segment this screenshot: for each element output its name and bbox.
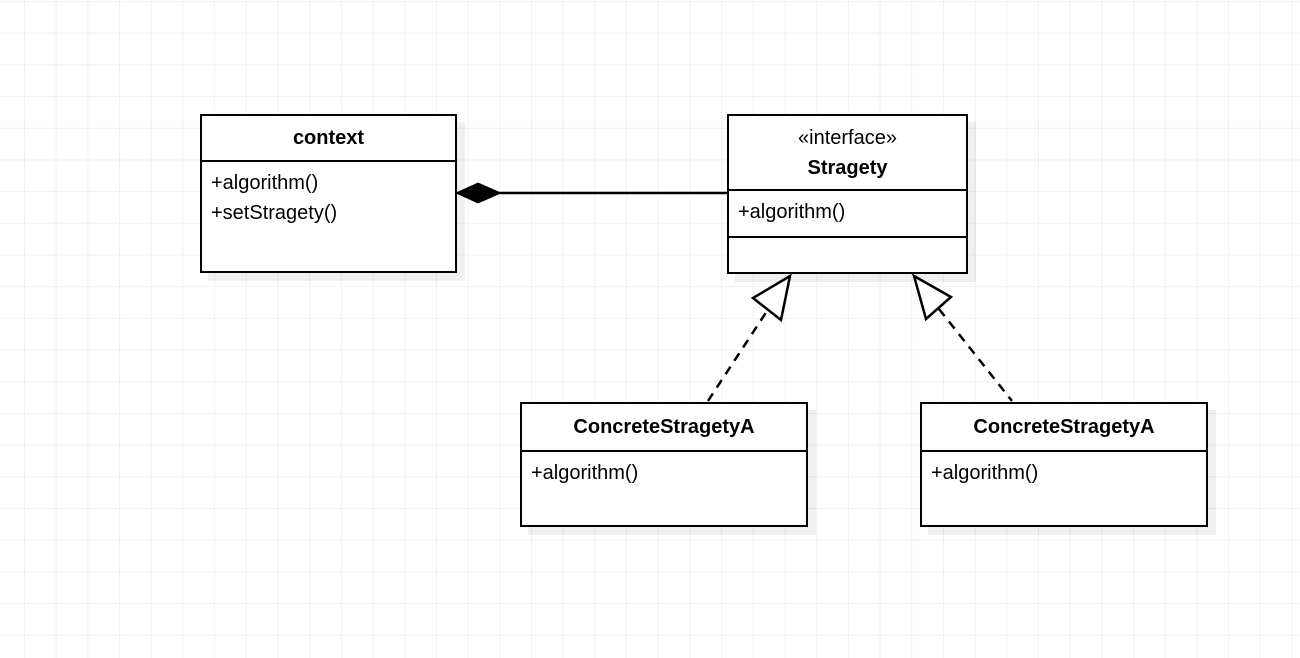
class-concrete-left-header: ConcreteStragetyA [522, 404, 806, 452]
class-concrete-stragety-left[interactable]: ConcreteStragetyA +algorithm() [520, 402, 808, 527]
class-name: ConcreteStragetyA [573, 416, 755, 438]
realization-dashed-line [938, 308, 1013, 402]
method: +algorithm() [931, 462, 1039, 484]
composition-diamond [455, 182, 502, 204]
class-context[interactable]: context +algorithm() +setStragety() [200, 114, 457, 273]
class-concrete-stragety-right[interactable]: ConcreteStragetyA +algorithm() [920, 402, 1208, 527]
class-context-header: context [202, 116, 455, 162]
method: +algorithm() [738, 201, 846, 223]
stereotype-label: «interface» [798, 126, 897, 149]
realization-triangle-arrowhead [750, 273, 792, 323]
class-concrete-right-methods: +algorithm() [922, 452, 1206, 488]
composition-connector[interactable] [455, 182, 728, 204]
class-name: ConcreteStragetyA [973, 416, 1155, 438]
class-name: Stragety [807, 156, 888, 179]
method: +algorithm() [531, 462, 639, 484]
class-concrete-right-header: ConcreteStragetyA [922, 404, 1206, 452]
realization-connector-right[interactable] [911, 273, 1013, 402]
class-stragety-header: «interface» Stragety [729, 116, 966, 191]
method: +setStragety() [211, 202, 338, 224]
realization-connector-left[interactable] [706, 273, 792, 402]
class-concrete-left-methods: +algorithm() [522, 452, 806, 488]
method: +algorithm() [211, 172, 319, 194]
realization-triangle-arrowhead [911, 273, 954, 322]
class-context-methods: +algorithm() +setStragety() [202, 162, 455, 228]
empty-attributes-compartment [729, 236, 966, 272]
class-stragety-interface[interactable]: «interface» Stragety +algorithm() [727, 114, 968, 274]
class-name: context [292, 127, 365, 149]
class-stragety-methods: +algorithm() [729, 191, 966, 232]
realization-dashed-line [706, 310, 769, 402]
